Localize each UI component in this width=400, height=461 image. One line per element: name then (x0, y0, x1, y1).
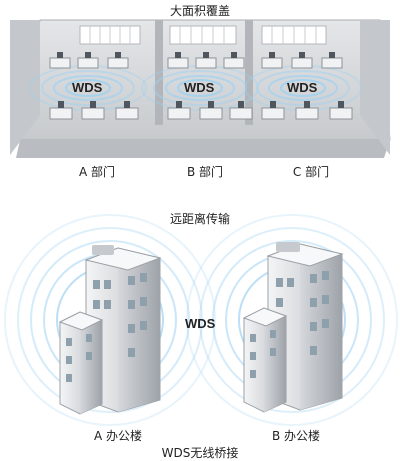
department-c-label: C 部门 (292, 165, 330, 179)
office-floor-base (16, 140, 390, 158)
left-wall (10, 20, 40, 155)
monitors (57, 52, 344, 108)
building-a (58, 245, 162, 415)
building-b (242, 242, 344, 413)
wds-label-c: WDS (287, 80, 318, 95)
wds-label-b: WDS (184, 80, 215, 95)
office-floor-diagram (10, 19, 391, 158)
building-b-label: B 办公楼 (271, 429, 321, 443)
partition-bc (245, 20, 253, 125)
signal-rings-a (29, 65, 147, 111)
caption: WDS无线桥接 (161, 446, 239, 460)
building-a-label: A 办公楼 (93, 429, 143, 443)
partition-ab (155, 20, 163, 125)
top-title: 大面积覆盖 (169, 4, 230, 18)
wds-label-a: WDS (72, 80, 103, 95)
department-a-label: A 部门 (78, 165, 116, 179)
desks (49, 57, 353, 120)
department-b-label: B 部门 (186, 165, 224, 179)
right-wall (360, 20, 390, 155)
window-b (169, 25, 237, 45)
bottom-title: 远距离传输 (169, 212, 230, 226)
bridge-diagram (4, 214, 398, 426)
wds-bridge-label: WDS (185, 316, 216, 331)
